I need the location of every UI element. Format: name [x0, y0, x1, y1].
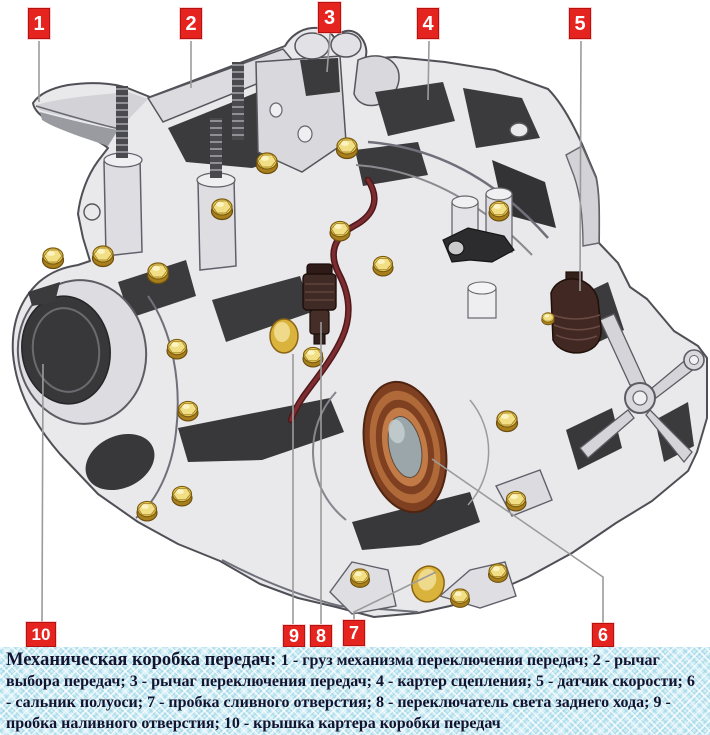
callout-8: 8 — [310, 625, 332, 647]
legend-item-9: 9 - пробка наливного отверстия; — [6, 694, 671, 732]
legend-item-5: 5 - датчик скорости; — [536, 673, 687, 690]
callout-4: 4 — [417, 8, 439, 39]
callout-9: 9 — [283, 625, 305, 647]
legend-item-1: 1 - груз механизма переключения передач; — [280, 652, 593, 669]
housing-recesses — [83, 203, 480, 550]
legend-item-3: 3 - рычаг переключения передач; — [129, 673, 377, 690]
legend-item-4: 4 - картер сцепления; — [376, 673, 537, 690]
callout-6: 6 — [592, 623, 614, 647]
gearbox-housing — [11, 26, 708, 618]
legend-item-7: 7 - пробка сливного отверстия; — [147, 694, 376, 711]
caption-title: Механическая коробка передач: — [6, 650, 281, 670]
legend-item-2: 2 - рычаг выбора передач; — [6, 652, 660, 690]
callout-3: 3 — [318, 2, 341, 33]
speed-sensor — [550, 271, 602, 354]
axle-seal — [362, 380, 448, 514]
reverse-switch-wire — [287, 176, 378, 424]
seal-bore-rim-right — [467, 399, 490, 506]
legend-item-6: 6 - сальник полуоси; — [6, 673, 695, 711]
callout-5: 5 — [569, 8, 591, 39]
callout-2: 2 — [180, 8, 202, 39]
seal-bore-rim — [312, 391, 347, 521]
legend-item-10: 10 - крышка картера коробки передач — [223, 715, 501, 732]
reverse-light-switch — [302, 263, 337, 345]
gearbox-illustration — [11, 26, 708, 626]
gearbox-cover — [16, 279, 179, 519]
callout-7: 7 — [343, 620, 365, 646]
caption: Механическая коробка передач: 1 - груз м… — [0, 647, 710, 735]
shift-mechanism — [255, 32, 400, 173]
legend-item-8: 8 - переключатель света заднего хода; — [376, 694, 654, 711]
callout-10: 10 — [26, 622, 56, 647]
caption-text: Механическая коробка передач: 1 - груз м… — [6, 650, 702, 734]
filler-plug — [269, 318, 299, 354]
diagram-area: 1 2 3 4 5 10 9 8 7 6 — [11, 2, 708, 647]
callout-1: 1 — [28, 8, 50, 39]
